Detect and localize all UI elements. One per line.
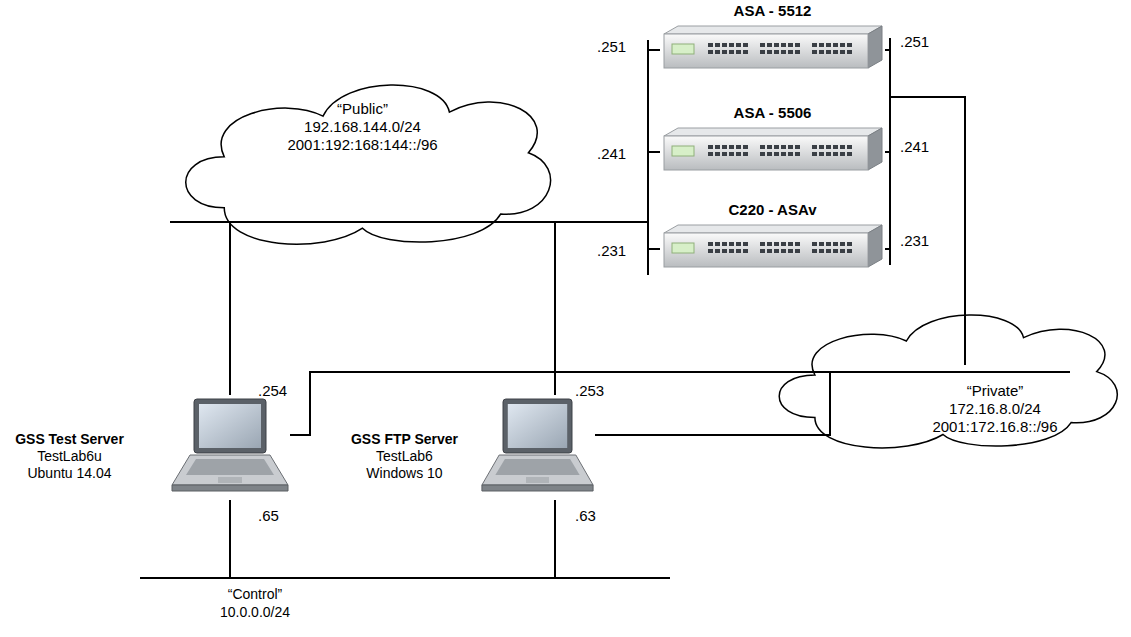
- cloud-outline: [165, 55, 560, 259]
- network-link: [560, 50, 660, 222]
- server-text: GSS Test ServerTestLab6uUbuntu 14.04: [5, 431, 134, 482]
- server-name: GSS FTP Server: [340, 431, 469, 448]
- network-link: [885, 50, 965, 290]
- network-link: [230, 500, 555, 578]
- network-link: [885, 97, 965, 290]
- device-name: ASA - 5506: [660, 104, 885, 122]
- firewall-node: C220 - ASAv: [660, 201, 885, 271]
- laptop-holder: [480, 395, 595, 504]
- server-detail: Ubuntu 14.04: [5, 465, 134, 482]
- network-address: 2001:172.16.8::/96: [910, 418, 1080, 436]
- server-detail: TestLab6u: [5, 448, 134, 465]
- device-name: C220 - ASAv: [660, 201, 885, 219]
- host-address: .63: [575, 507, 596, 524]
- host-address: .241: [900, 138, 929, 155]
- network-cloud: “Public”192.168.144.0/242001:192:168:144…: [165, 55, 560, 222]
- firewall-node: ASA - 5506: [660, 104, 885, 174]
- device-name: ASA - 5512: [660, 2, 885, 20]
- host-address: .231: [900, 232, 929, 249]
- network-cloud: “Private”172.16.8.0/242001:172.16.8::/96: [760, 290, 1126, 460]
- network-address: 192.168.144.0/24: [165, 118, 560, 136]
- network-link: [885, 97, 965, 290]
- network-link: [554, 222, 556, 395]
- network-link: [560, 152, 660, 222]
- server-detail: Windows 10: [340, 465, 469, 482]
- laptop-icon: [170, 395, 290, 500]
- server-node: GSS FTP ServerTestLab6Windows 10: [340, 395, 595, 500]
- firewall-appliance: [660, 126, 885, 174]
- firewall-appliance: [660, 24, 885, 72]
- laptop-holder: [170, 395, 290, 504]
- firewall-node: ASA - 5512: [660, 2, 885, 72]
- cloud-text: “Public”192.168.144.0/242001:192:168:144…: [165, 100, 560, 154]
- host-address: .65: [258, 507, 279, 524]
- network-name: 10.0.0.0/24: [155, 604, 355, 620]
- host-address: .253: [575, 382, 604, 399]
- network-name: “Private”: [910, 382, 1080, 400]
- network-name: “Public”: [165, 100, 560, 118]
- host-address: .251: [900, 33, 929, 50]
- server-node: GSS Test ServerTestLab6uUbuntu 14.04: [5, 395, 290, 500]
- firewall-appliance: [660, 223, 885, 271]
- host-address: .231: [597, 242, 626, 259]
- server-text: GSS FTP ServerTestLab6Windows 10: [340, 431, 469, 482]
- network-name: “Control”: [155, 586, 355, 602]
- host-address: .241: [597, 145, 626, 162]
- network-address: 2001:192:168:144::/96: [165, 136, 560, 154]
- network-link: [229, 222, 231, 395]
- host-address: .251: [597, 38, 626, 55]
- server-name: GSS Test Server: [5, 431, 134, 448]
- laptop-icon: [480, 395, 595, 500]
- cloud-text: “Private”172.16.8.0/242001:172.16.8::/96: [910, 382, 1080, 436]
- private-drop: [760, 372, 830, 435]
- private-uplink: [890, 97, 965, 365]
- host-address: .254: [258, 382, 287, 399]
- network-link: [595, 434, 760, 436]
- network-address: 172.16.8.0/24: [910, 400, 1080, 418]
- server-detail: TestLab6: [340, 448, 469, 465]
